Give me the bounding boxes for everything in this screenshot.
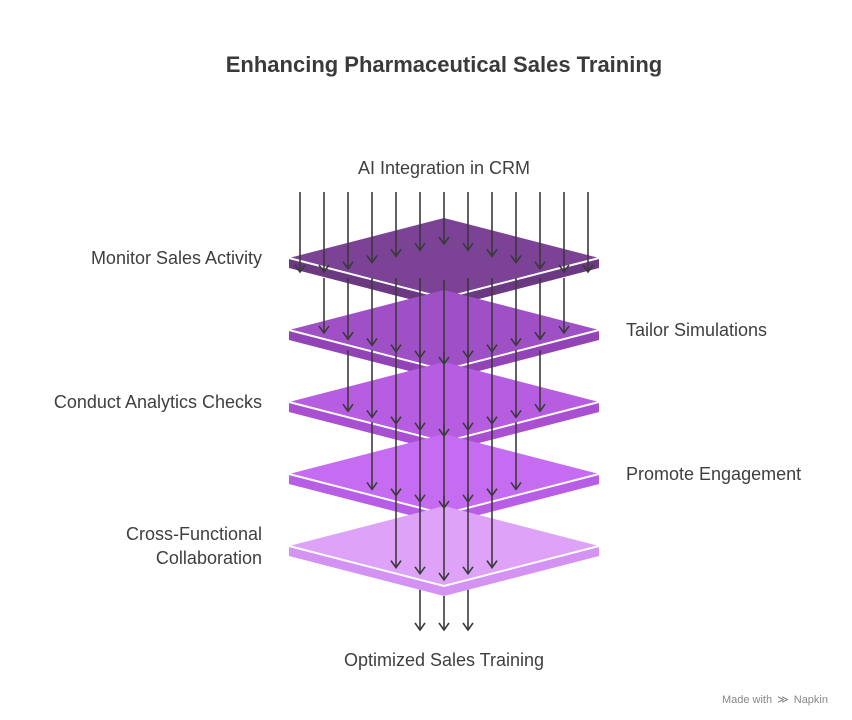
- arrow-head: [462, 622, 474, 632]
- arrow-head: [462, 242, 474, 252]
- arrow-head: [294, 264, 306, 274]
- arrow-head: [534, 403, 546, 413]
- arrow-head: [534, 331, 546, 341]
- arrow-head: [366, 337, 378, 347]
- layer-label-cross-functional-collaboration: Cross-Functional Collaboration: [125, 524, 262, 568]
- arrow-head: [366, 255, 378, 264]
- arrow-head: [510, 255, 522, 264]
- arrow-head: [558, 325, 570, 335]
- arrow-head: [438, 236, 450, 246]
- arrow-head: [582, 264, 594, 274]
- arrow-head: [414, 566, 426, 576]
- arrow-head: [486, 248, 498, 258]
- arrow-head: [558, 264, 570, 274]
- arrow-head: [414, 242, 426, 252]
- arrow-head: [342, 331, 354, 341]
- arrow-head: [390, 560, 402, 569]
- arrow-head: [534, 261, 546, 271]
- arrow-head: [366, 409, 378, 419]
- napkin-brand-text: Napkin: [793, 694, 828, 706]
- diagram-title: Enhancing Pharmaceutical Sales Training: [225, 52, 663, 77]
- arrow-head: [390, 248, 402, 258]
- layer-label-promote-engagement: Promote Engagement: [626, 464, 802, 484]
- layer-label-tailor-simulations: Tailor Simulations: [626, 320, 768, 340]
- napkin-logo-icon: ≫: [777, 694, 789, 706]
- layer-label-conduct-analytics-checks: Conduct Analytics Checks: [53, 392, 262, 412]
- input-label: AI Integration in CRM: [357, 158, 531, 178]
- arrow-head: [510, 409, 522, 419]
- layer-edge: [288, 545, 600, 588]
- arrow-head: [510, 337, 522, 347]
- arrow-head: [414, 622, 426, 632]
- arrow-head: [366, 481, 378, 491]
- layer-label-monitor-sales-activity: Monitor Sales Activity: [90, 248, 262, 268]
- arrow-head: [342, 403, 354, 413]
- footer-watermark: Made with ≫ Napkin: [722, 693, 828, 706]
- arrow-head: [438, 572, 450, 582]
- arrow-head: [486, 560, 498, 569]
- arrow-head: [510, 481, 522, 491]
- arrow-head: [318, 325, 330, 335]
- arrow-head: [462, 566, 474, 576]
- arrow-head: [438, 622, 450, 632]
- arrow-head: [318, 264, 330, 274]
- arrow-head: [342, 261, 354, 271]
- made-with-text: Made with: [721, 694, 773, 706]
- output-label: Optimized Sales Training: [343, 650, 545, 670]
